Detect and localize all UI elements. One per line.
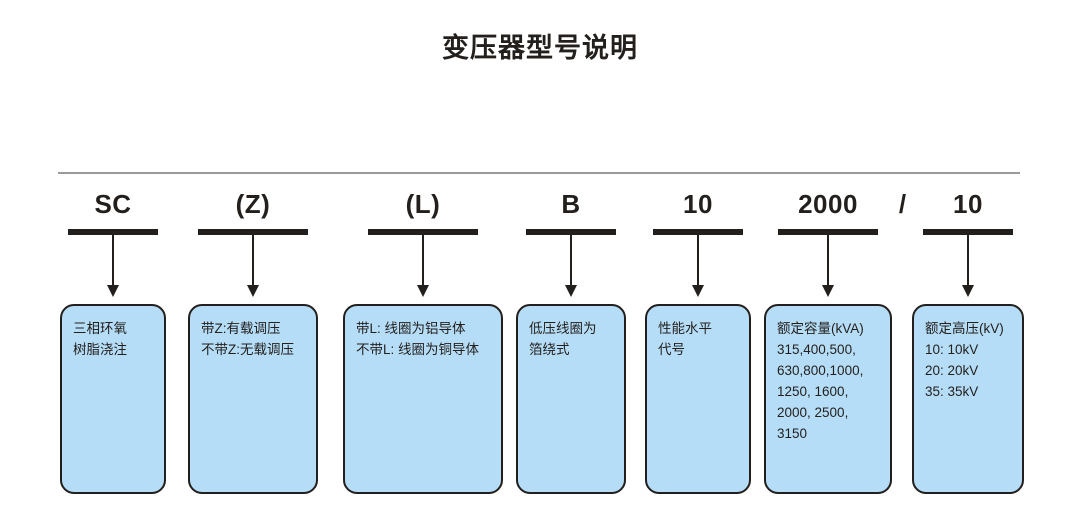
description-line: 额定容量(kVA) bbox=[777, 321, 864, 336]
description-line: 带Z:有载调压 bbox=[201, 321, 281, 336]
description-line: 低压线圈为 bbox=[529, 321, 597, 336]
arrow-stem bbox=[112, 235, 114, 289]
description-box-5: 性能水平 代号 bbox=[645, 304, 751, 494]
model-code-breakdown: SC 三相环氧 树脂浇注 (Z) 带Z:有载调压 不带Z:无载调压 (L) bbox=[0, 172, 1080, 517]
description-line: 性能水平 bbox=[658, 321, 712, 336]
arrow-head bbox=[692, 285, 704, 297]
code-underline-3 bbox=[368, 229, 478, 235]
code-underline-5 bbox=[653, 229, 743, 235]
description-line: 树脂浇注 bbox=[73, 342, 127, 357]
code-underline-2 bbox=[198, 229, 308, 235]
description-line: 10: 10kV bbox=[925, 342, 979, 357]
description-line: 三相环氧 bbox=[73, 321, 127, 336]
code-label-4: B bbox=[561, 189, 581, 219]
arrow-head bbox=[565, 285, 577, 297]
code-underline-6 bbox=[778, 229, 878, 235]
code-underline-1 bbox=[68, 229, 158, 235]
description-box-4: 低压线圈为 箔绕式 bbox=[516, 304, 626, 494]
description-line: 不带Z:无载调压 bbox=[201, 342, 294, 357]
arrow-stem bbox=[252, 235, 254, 289]
arrow-stem bbox=[967, 235, 969, 289]
description-line: 箔绕式 bbox=[529, 342, 570, 357]
description-line: 35: 35kV bbox=[925, 384, 979, 399]
description-box-6: 额定容量(kVA) 315,400,500, 630,800,1000, 125… bbox=[764, 304, 892, 494]
description-box-7: 额定高压(kV) 10: 10kV 20: 20kV 35: 35kV bbox=[912, 304, 1024, 494]
separator-slash: / bbox=[898, 189, 907, 219]
code-underline-4 bbox=[526, 229, 616, 235]
description-box-3: 带L: 线圈为铝导体 不带L: 线圈为铜导体 bbox=[343, 304, 503, 494]
arrow-head bbox=[417, 285, 429, 297]
code-label-3: (L) bbox=[405, 189, 441, 219]
code-underline-7 bbox=[923, 229, 1013, 235]
code-label-5: 10 bbox=[683, 189, 713, 219]
description-box-2: 带Z:有载调压 不带Z:无载调压 bbox=[188, 304, 318, 494]
description-line: 315,400,500, bbox=[777, 342, 856, 357]
description-line: 代号 bbox=[658, 342, 685, 357]
description-line: 1250, 1600, bbox=[777, 384, 849, 399]
description-box-1: 三相环氧 树脂浇注 bbox=[60, 304, 166, 494]
horizontal-divider bbox=[58, 172, 1020, 174]
description-line: 额定高压(kV) bbox=[925, 321, 1004, 336]
arrow-head bbox=[822, 285, 834, 297]
description-line: 带L: 线圈为铝导体 bbox=[356, 321, 466, 336]
code-label-2: (Z) bbox=[235, 189, 271, 219]
code-label-1: SC bbox=[94, 189, 132, 219]
description-line: 2000, 2500, bbox=[777, 405, 849, 420]
arrow-stem bbox=[697, 235, 699, 289]
arrow-stem bbox=[422, 235, 424, 289]
code-label-7: 10 bbox=[953, 189, 983, 219]
description-line: 不带L: 线圈为铜导体 bbox=[356, 342, 480, 357]
arrow-stem bbox=[570, 235, 572, 289]
code-label-6: 2000 bbox=[798, 189, 858, 219]
description-line: 3150 bbox=[777, 426, 808, 441]
description-line: 20: 20kV bbox=[925, 363, 979, 378]
arrow-head bbox=[107, 285, 119, 297]
page-title: 变压器型号说明 bbox=[442, 33, 638, 63]
arrow-head bbox=[962, 285, 974, 297]
arrow-stem bbox=[827, 235, 829, 289]
description-line: 630,800,1000, bbox=[777, 363, 864, 378]
arrow-head bbox=[247, 285, 259, 297]
